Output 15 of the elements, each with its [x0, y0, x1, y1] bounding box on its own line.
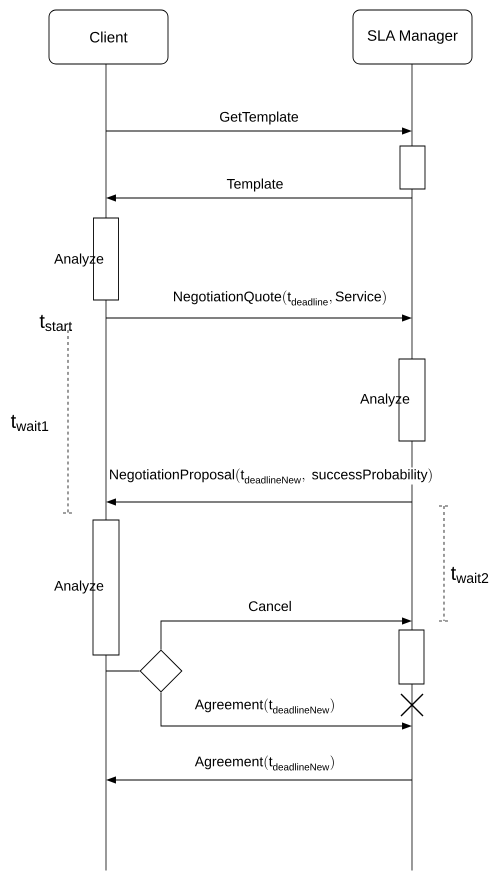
participant-box: Client: [48, 10, 168, 64]
activation-bar: [400, 146, 426, 190]
participant-box: SLA Manager: [352, 10, 472, 64]
decision-diamond: [140, 650, 182, 692]
time-label: $\mathrm{t}_{\mathrm{wait1}}$: [10, 414, 48, 432]
activation-bar: [398, 630, 424, 684]
message-label: $\mathrm{NegotiationQuote(t}_{\mathrm{deadline}}\mathrm{,Service)}$: [172, 290, 388, 306]
time-label: $\mathrm{t}_{\mathrm{start}}$: [40, 314, 72, 332]
message-label: Template: [226, 177, 284, 193]
time-label: $\mathrm{t}_{\mathrm{wait2}}$: [450, 566, 488, 584]
message-label: $\mathrm{Agreement(t}_{\mathrm{deadlineNew}}\mathrm{)}$: [194, 754, 336, 772]
message-label: GetTemplate: [218, 110, 300, 126]
message-label: $\mathrm{Agreement(t}_{\mathrm{deadlineNew}}\mathrm{)}$: [194, 698, 336, 714]
message-label: $\mathrm{NegotiationProposal(t}_{\mathrm{deadlineNew}}\mathrm{,\ successProbability)}$: [108, 468, 434, 484]
message-label: Cancel: [247, 600, 293, 612]
